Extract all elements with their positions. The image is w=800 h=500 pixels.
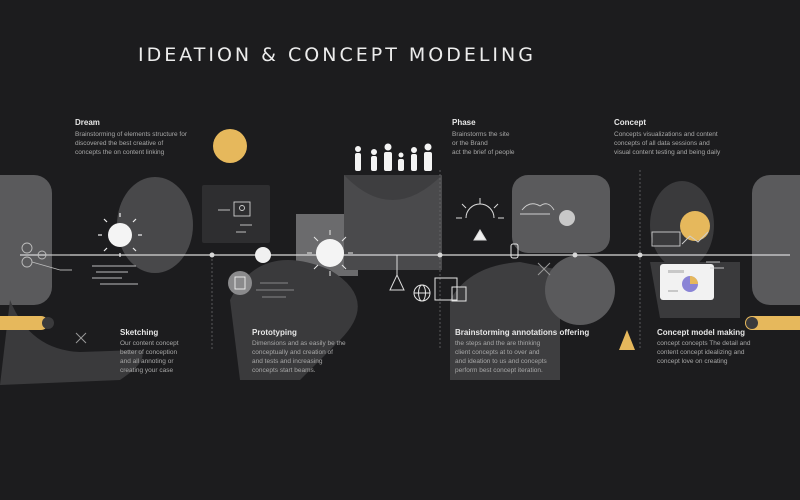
clipboard-icon	[434, 277, 467, 302]
stage-label-dream: Dream	[75, 118, 100, 127]
desc-line: client concepts at to over and	[455, 349, 540, 356]
sketch-lines	[92, 265, 138, 285]
plug-icon	[510, 243, 519, 259]
sun-icon	[307, 230, 353, 276]
desc-line: Dimensions and as easily be the	[252, 340, 346, 347]
globe-icon	[413, 284, 431, 302]
desc-line: Our content concept	[120, 340, 179, 347]
wave-chart-icon	[651, 231, 724, 269]
desc-line: concepts start beams.	[252, 367, 316, 374]
sketch-lines	[256, 282, 294, 298]
page-title: IDEATION & CONCEPT MODELING	[138, 44, 536, 66]
desc-line: the steps and the are thinking	[455, 340, 541, 347]
left-grey-circle	[117, 177, 193, 273]
desc-line: conceptually and creation of	[252, 349, 333, 356]
small-grey-dot	[559, 210, 575, 226]
desc-line: perform best concept iteration.	[455, 367, 543, 374]
close-icon	[75, 332, 87, 344]
stage-desc-phase: Brainstorms the site or the Brand act th…	[452, 130, 515, 157]
desc-line: concept love on creating	[657, 358, 728, 365]
frame-card	[202, 185, 270, 243]
timeline-node	[572, 252, 578, 258]
rail-knob	[42, 317, 54, 329]
desc-line: Concepts visualizations and content	[614, 131, 718, 138]
timeline-node-white	[255, 247, 271, 263]
desc-line: Brainstorming of elements structure for	[75, 131, 187, 138]
stage-desc-concept-model: concept concepts The detail and content …	[657, 339, 750, 366]
document-icon	[228, 271, 252, 295]
triangle-icon	[619, 330, 635, 350]
desc-line: concepts the on content linking	[75, 149, 165, 156]
desc-line: concept concepts The detail and	[657, 340, 751, 347]
desc-line: discovered the best creative of	[75, 140, 164, 147]
gold-rail-right	[745, 316, 800, 330]
accent-sun-circle	[213, 129, 247, 163]
stage-label-brainstorming: Brainstorming annotations offering	[455, 328, 590, 337]
stage-desc-prototyping: Dimensions and as easily be the conceptu…	[252, 339, 346, 375]
image-frame-icon	[218, 201, 252, 233]
people-group-icon	[355, 143, 432, 171]
desc-line: and all annoting or	[120, 358, 174, 365]
left-edge-panel	[0, 175, 52, 305]
sun-icon	[98, 213, 142, 257]
chart-card-icon	[660, 264, 714, 300]
desc-line: creating your case	[120, 367, 174, 374]
timeline-main-node	[316, 239, 344, 267]
desc-line: better of conception	[120, 349, 178, 356]
stage-desc-sketching: Our content concept better of conception…	[120, 339, 179, 375]
desc-line: and tests and increasing	[252, 358, 323, 365]
desc-line: act the brief of people	[452, 149, 515, 156]
desc-line: concepts of all data sessions and	[614, 140, 710, 147]
network-icon	[21, 242, 72, 271]
rail-knob	[746, 317, 758, 329]
accent-circle-right	[680, 211, 710, 241]
right-lower-panel	[450, 262, 560, 380]
desc-line: Brainstorms the site	[452, 131, 510, 138]
stage-label-concept: Concept	[614, 118, 646, 127]
stage-label-concept-model: Concept model making	[657, 328, 746, 337]
desc-line: content concept idealizing and	[657, 349, 745, 356]
stage-desc-brainstorming: the steps and the are thinking client co…	[455, 339, 547, 375]
right-grey-circle	[545, 255, 615, 325]
timeline-node	[209, 252, 215, 258]
timeline-node	[637, 252, 643, 258]
timeline-node	[437, 252, 443, 258]
gold-rail-left	[0, 316, 48, 330]
stage-label-sketching: Sketching	[120, 328, 159, 337]
stage-label-prototyping: Prototyping	[252, 328, 297, 337]
lamp-icon	[389, 255, 405, 291]
desc-line: visual content testing and being daily	[614, 149, 721, 156]
lightbulb-icon	[456, 198, 504, 241]
stage-desc-concept: Concepts visualizations and content conc…	[614, 130, 720, 157]
stage-label-phase: Phase	[452, 118, 476, 127]
close-icon	[537, 262, 551, 276]
stage-desc-dream: Brainstorming of elements structure for …	[75, 130, 187, 157]
center-panel-arc	[344, 175, 442, 200]
right-edge-panel	[752, 175, 800, 305]
desc-line: or the Brand	[452, 140, 488, 147]
desc-line: and ideation to us and concepts	[455, 358, 547, 365]
cloud-icon	[520, 203, 555, 215]
left-lower-blob	[0, 300, 143, 385]
